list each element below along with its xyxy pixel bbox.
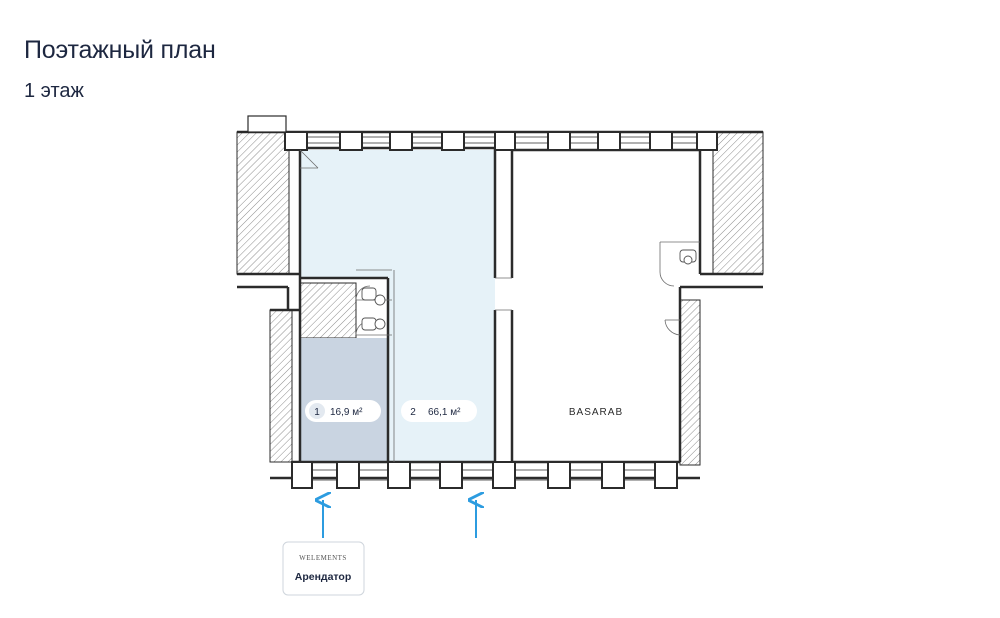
hatched-wall-right-lower (679, 299, 701, 466)
unit-1-label: 1 16,9 м² (305, 400, 381, 422)
hatched-core (299, 282, 357, 339)
wc-fixtures (361, 249, 697, 331)
tenant-label: Арендатор (295, 571, 352, 583)
page-title: Поэтажный план (24, 36, 216, 64)
door-details (299, 149, 700, 462)
unit-2-number: 2 (410, 407, 416, 418)
tenant-card: WELEMENTS Арендатор (282, 541, 365, 596)
window-piers-top (284, 131, 718, 151)
hatched-wall-left-lower (269, 309, 293, 463)
window-glazing-bottom (312, 469, 655, 481)
unit-2-area (300, 150, 495, 462)
hatched-wall-left-upper (236, 131, 290, 275)
window-glazing-top (307, 136, 697, 144)
hatched-wall-right-upper (712, 131, 764, 275)
unit-1-number: 1 (314, 407, 320, 418)
unit-1-area-value: 16,9 м² (330, 407, 363, 418)
neighbor-label: BASARAB (569, 407, 623, 418)
floor-subtitle: 1 этаж (24, 80, 84, 102)
roof-vent (247, 115, 287, 133)
tenant-brand: WELEMENTS (299, 554, 347, 562)
window-piers-bottom (291, 461, 678, 489)
unit-2-area-value: 66,1 м² (428, 407, 461, 418)
unit-2-label: 2 66,1 м² (401, 400, 477, 422)
